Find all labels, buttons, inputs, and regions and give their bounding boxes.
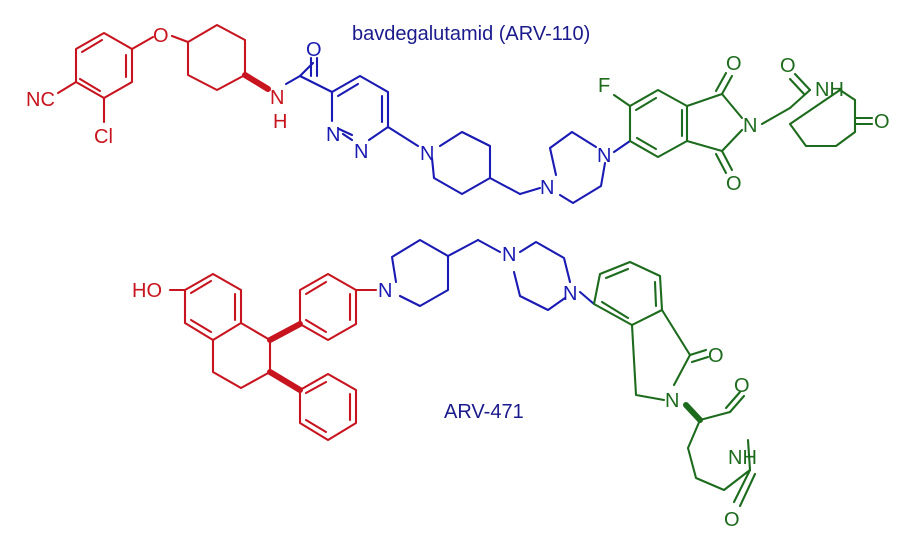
arv110-chloro: Cl bbox=[94, 126, 113, 148]
arv110-ether-o: O bbox=[153, 25, 169, 47]
molecule-arv-110: bavdegalutamid (ARV-110) bbox=[26, 23, 890, 205]
arv110-amide-n: N bbox=[270, 87, 284, 109]
arv110-glutarimide-o-top: O bbox=[780, 55, 796, 77]
arv110-piperazine-n1: N bbox=[540, 177, 554, 199]
arv110-e3-ligand bbox=[612, 71, 874, 175]
molecule-2-caption: ARV-471 bbox=[444, 401, 524, 423]
arv110-pyridazine-n2: N bbox=[354, 141, 368, 163]
arv471-glutarimide-o-bottom: O bbox=[724, 509, 740, 531]
arv110-imide-o-top: O bbox=[726, 53, 742, 75]
arv471-e3-ligand bbox=[592, 260, 757, 508]
arv471-hydroxyl: HO bbox=[132, 280, 162, 302]
molecule-arv-471: ARV-471 bbox=[132, 238, 757, 531]
arv110-linker bbox=[284, 56, 632, 205]
arv471-glutarimide-o-top: O bbox=[734, 375, 750, 397]
molecule-1-caption: bavdegalutamid (ARV-110) bbox=[352, 23, 590, 45]
arv110-warhead bbox=[56, 23, 271, 124]
arv110-amide-o: O bbox=[306, 39, 322, 61]
arv110-glutarimide-nh: NH bbox=[815, 79, 844, 101]
arv110-imide-o-bottom: O bbox=[726, 173, 742, 195]
arv471-piperazine-n2: N bbox=[563, 283, 577, 305]
arv471-glutarimide-nh: NH bbox=[728, 447, 757, 469]
arv110-pyridazine-n1: N bbox=[326, 124, 340, 146]
arv110-amide-h: H bbox=[273, 111, 287, 133]
arv110-imide-n: N bbox=[743, 115, 757, 137]
arv110-glutarimide-o-right: O bbox=[874, 111, 890, 133]
arv471-warhead bbox=[168, 272, 378, 442]
arv471-linker bbox=[390, 238, 596, 312]
arv471-piperidine-n: N bbox=[378, 280, 392, 302]
arv471-lactam-n: N bbox=[665, 390, 679, 412]
arv110-piperazine-n2: N bbox=[597, 145, 611, 167]
arv110-piperidine-n: N bbox=[420, 143, 434, 165]
arv471-lactam-o: O bbox=[708, 345, 724, 367]
arv471-piperazine-n1: N bbox=[502, 244, 516, 266]
arv110-fluoro: F bbox=[598, 75, 610, 97]
arv110-nitrile: NC bbox=[26, 89, 55, 111]
